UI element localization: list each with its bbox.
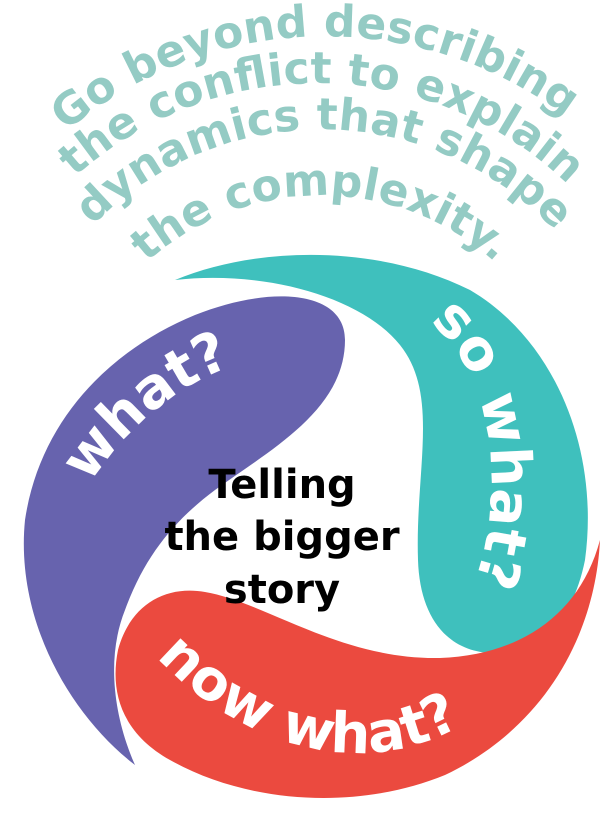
- center-line-1: Telling: [208, 462, 355, 508]
- segment-so-what: [175, 254, 588, 654]
- center-line-2: the bigger: [164, 514, 399, 560]
- header-heading: Go beyond describing the conflict to exp…: [41, 0, 594, 271]
- segment-what: [23, 296, 345, 765]
- center-line-3: story: [224, 567, 340, 613]
- center-caption: Telling the bigger story: [164, 462, 399, 613]
- segment-now-what: [115, 540, 601, 798]
